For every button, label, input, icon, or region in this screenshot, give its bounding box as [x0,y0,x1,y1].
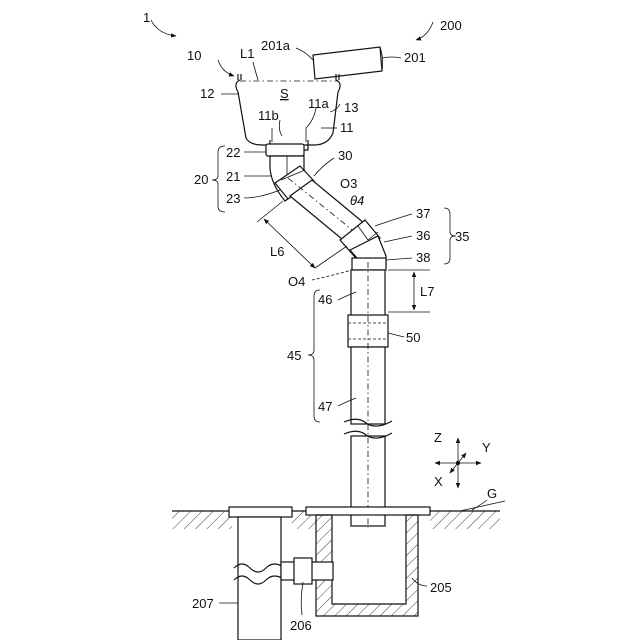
axis-Z-label: Z [434,430,442,445]
label-10: 10 [187,48,201,63]
label-L7: L7 [420,284,434,299]
label-theta4: θ4 [350,193,364,208]
label-fig-1: 1 [143,10,150,25]
label-35: 35 [455,229,469,244]
label-G: G [487,486,497,501]
label-45: 45 [287,348,301,363]
label-38: 38 [416,250,430,265]
label-201a: 201a [261,38,291,53]
roof-201 [313,47,383,79]
label-201: 201 [404,50,426,65]
label-S: S [280,86,289,101]
label-13: 13 [344,100,358,115]
label-L6: L6 [270,244,284,259]
label-O4: O4 [288,274,305,289]
label-23: 23 [226,191,240,206]
label-200: 200 [440,18,462,33]
label-11: 11 [340,120,354,135]
label-37: 37 [416,206,430,221]
downpipe-45 [344,262,430,528]
label-21: 21 [226,169,240,184]
label-30: 30 [338,148,352,163]
label-O3: O3 [340,176,357,191]
label-50: 50 [406,330,420,345]
label-11a: 11a [308,96,329,111]
label-11b: 11b [258,108,279,123]
label-47: 47 [318,399,332,414]
label-46: 46 [318,292,332,307]
label-205: 205 [430,580,452,595]
axis-Y-label: Y [482,440,491,455]
label-207: 207 [192,596,214,611]
axis-X-label: X [434,474,443,489]
label-22: 22 [226,145,240,160]
label-L1: L1 [240,46,254,61]
label-206: 206 [290,618,312,633]
label-36: 36 [416,228,430,243]
label-20: 20 [194,172,208,187]
label-12: 12 [200,86,214,101]
